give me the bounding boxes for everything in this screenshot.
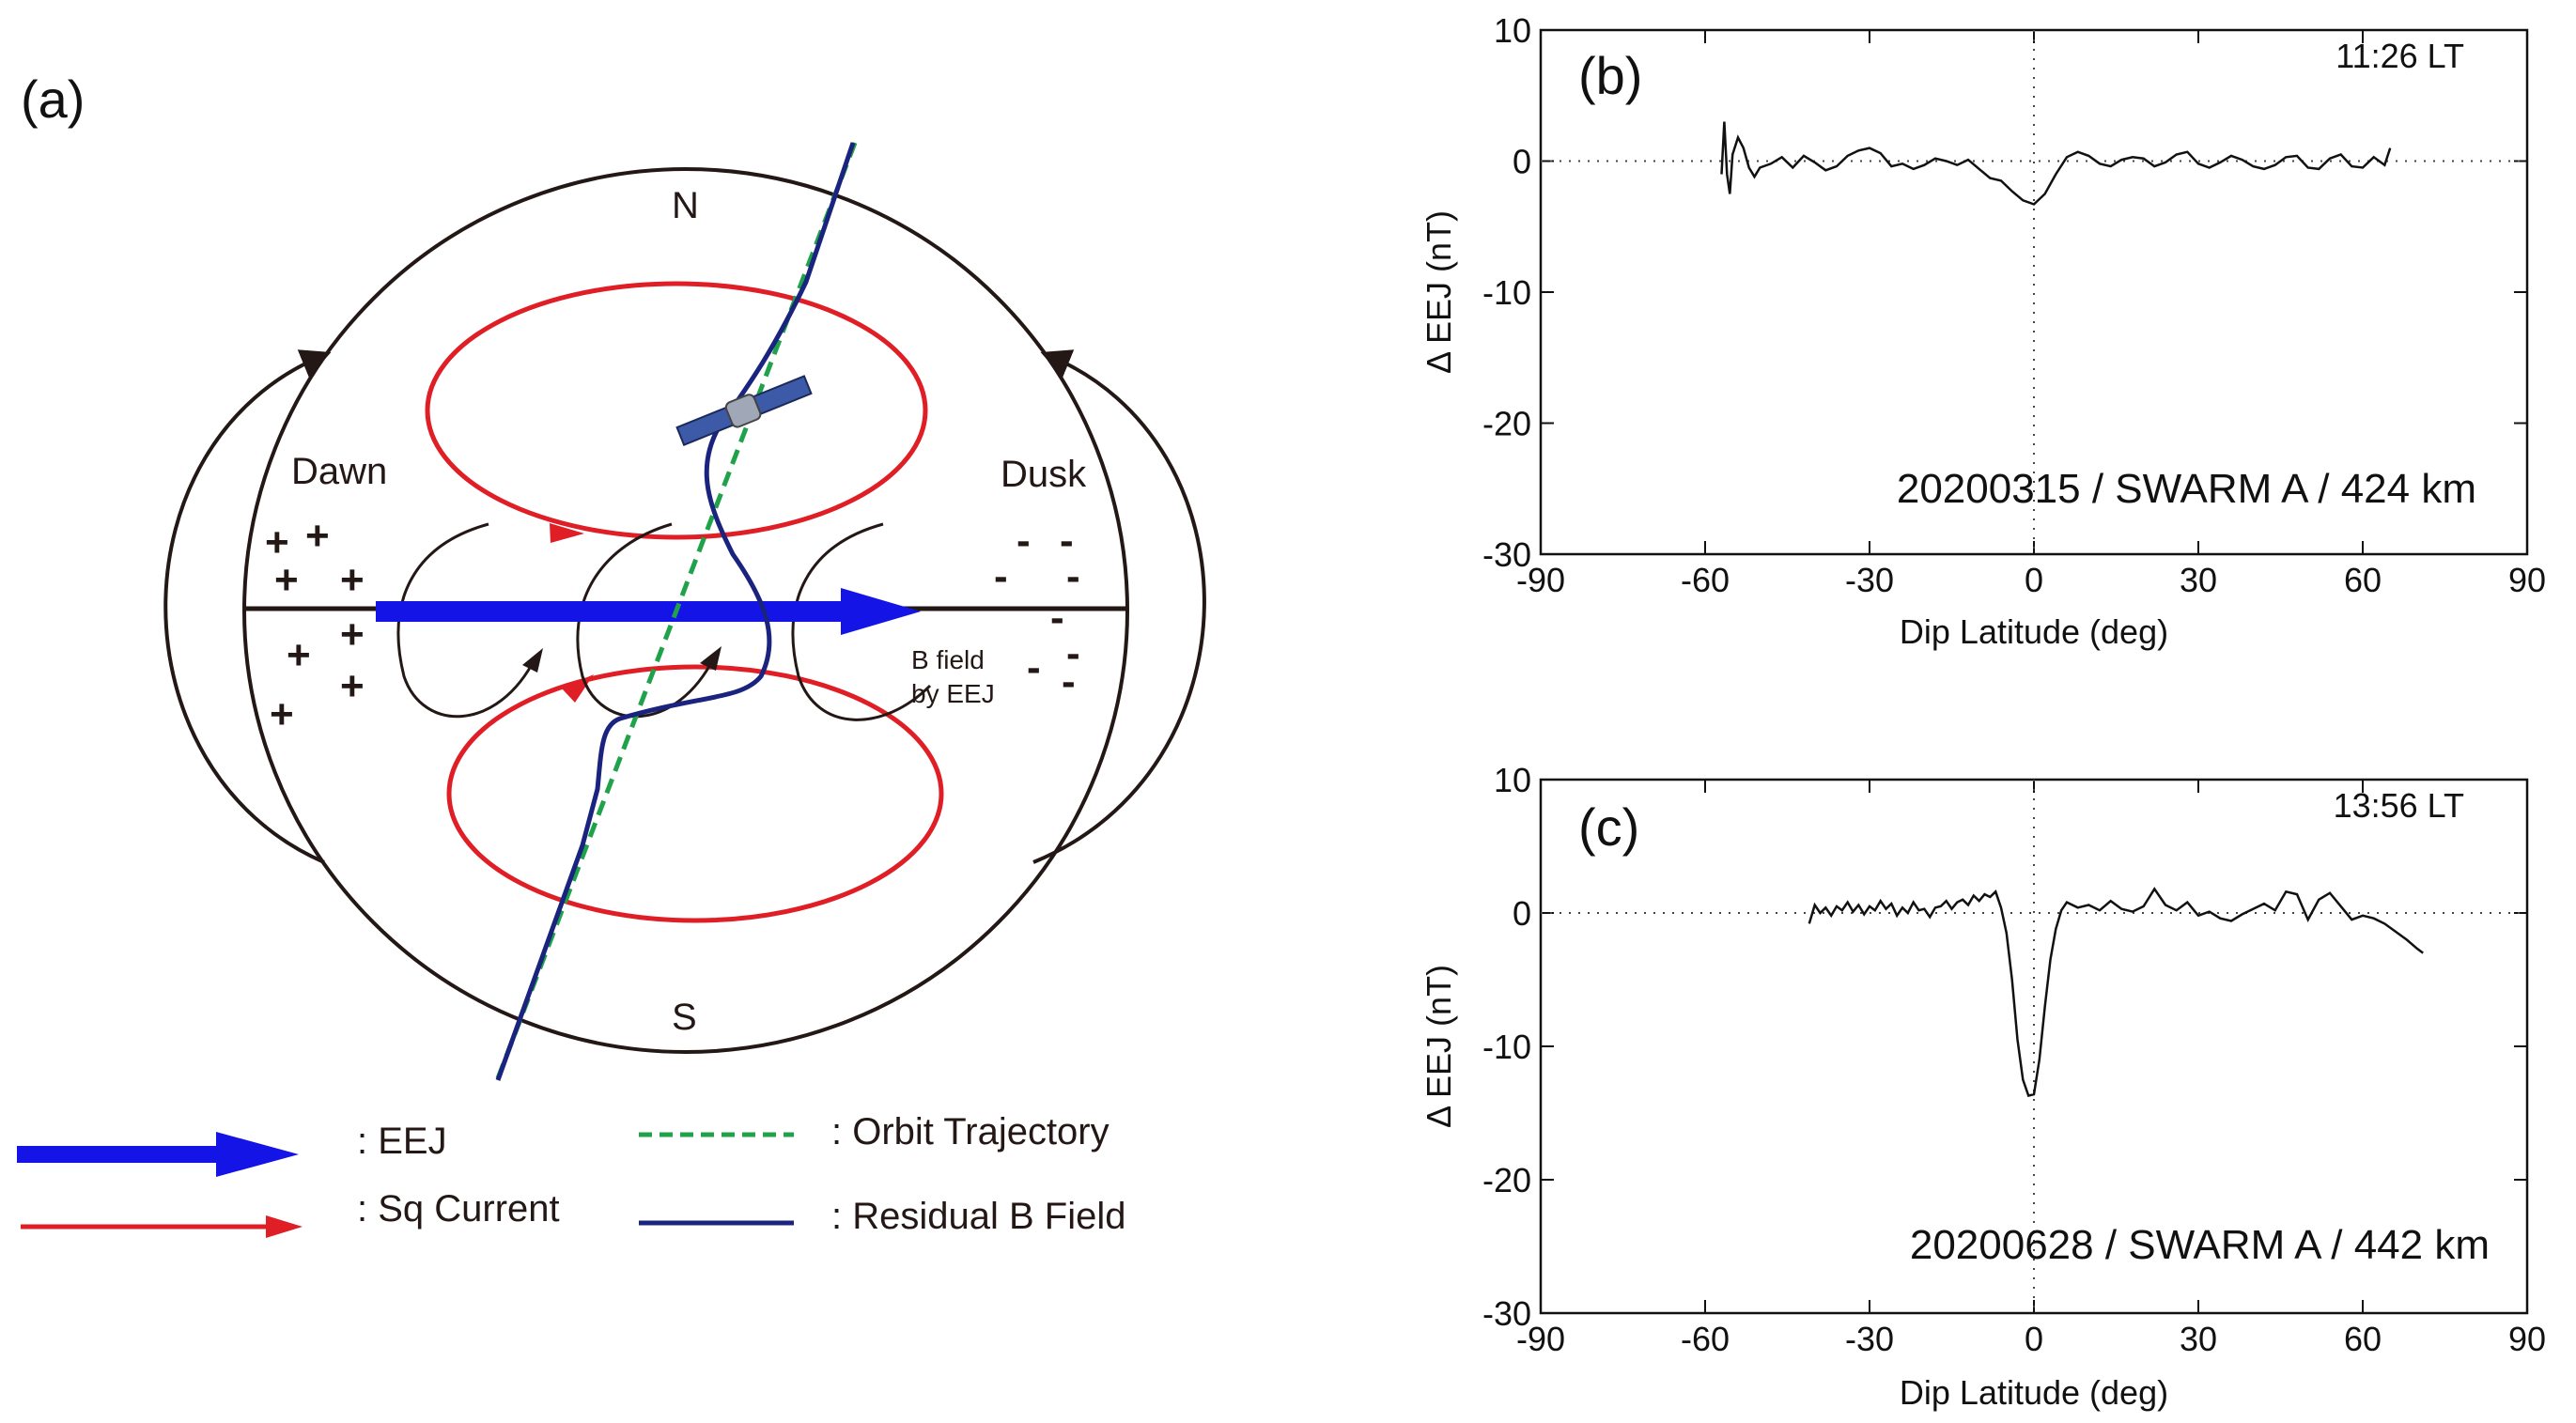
legend: : EEJ : Sq Current : Orbit Trajectory : … xyxy=(17,1111,1125,1238)
dawn-label: Dawn xyxy=(291,451,387,492)
svg-text:+: + xyxy=(305,513,330,559)
chart-c-ytick-label: 10 xyxy=(1494,761,1531,799)
south-label: S xyxy=(672,997,697,1038)
chart-c-xtick-label: 60 xyxy=(2344,1320,2382,1358)
chart-b-xtick-label: -30 xyxy=(1845,561,1894,599)
svg-text:-: - xyxy=(994,553,1008,599)
legend-sq-label: : Sq Current xyxy=(357,1188,560,1230)
chart-b-xtick-label: -60 xyxy=(1681,561,1730,599)
svg-text:-: - xyxy=(1016,518,1031,564)
b-field-arrowheads xyxy=(522,646,722,673)
chart-c-xtick-label: -30 xyxy=(1845,1320,1894,1358)
dusk-field-arc xyxy=(1032,349,1206,864)
legend-eej-swatch xyxy=(17,1146,219,1163)
chart-c-xtick-label: 90 xyxy=(2508,1320,2546,1358)
legend-orbit-label: : Orbit Trajectory xyxy=(831,1111,1110,1152)
sq-current-north xyxy=(425,281,928,540)
dawn-charges: + + + + + + + + xyxy=(265,513,365,737)
chart-c-xtick-label: 30 xyxy=(2180,1320,2217,1358)
svg-text:-: - xyxy=(1062,658,1076,704)
chart-b-series-line xyxy=(1720,121,2392,206)
chart-b-xtick-label: 30 xyxy=(2180,561,2217,599)
dusk-charges: - - - - - - - - xyxy=(994,518,1080,704)
svg-text:-: - xyxy=(1066,630,1080,676)
dusk-label: Dusk xyxy=(1001,454,1087,495)
sq-current-south xyxy=(446,664,944,923)
satellite-icon xyxy=(675,375,813,446)
dawn-field-arc xyxy=(163,349,332,864)
legend-eej-label: : EEJ xyxy=(357,1121,447,1162)
chart-b-xtick-label: 60 xyxy=(2344,561,2382,599)
chart-b-ytick-label: -10 xyxy=(1482,273,1531,312)
chart-b-ticks: -90 -60 -30 0 30 60 90 10 0 -10 -20 -30 xyxy=(1482,11,2546,599)
chart-b-ytick-label: -20 xyxy=(1482,405,1531,443)
chart-c: -90 -60 -30 0 30 60 90 10 0 -10 -20 -30 (c) 13:56 L… xyxy=(1420,761,2546,1412)
svg-text:+: + xyxy=(340,663,365,709)
svg-text:+: + xyxy=(265,519,289,565)
eej-arrow-shaft xyxy=(376,601,846,622)
chart-c-xtick-label: -90 xyxy=(1516,1320,1565,1358)
panel-a-label: (a) xyxy=(21,70,85,129)
chart-b-ylabel: Δ EEJ (nT) xyxy=(1420,210,1458,374)
svg-text:-: - xyxy=(1050,595,1064,641)
chart-c-time-label: 13:56 LT xyxy=(2334,786,2464,825)
chart-b-ytick-label: 0 xyxy=(1513,143,1531,181)
chart-c-ytick-label: -20 xyxy=(1482,1161,1531,1199)
chart-c-xtick-label: 0 xyxy=(2025,1320,2043,1358)
chart-b-xlabel: Dip Latitude (deg) xyxy=(1900,612,2168,651)
svg-text:+: + xyxy=(340,611,365,657)
chart-c-panel-label: (c) xyxy=(1578,797,1639,857)
chart-b-ytick-label: -30 xyxy=(1482,535,1531,574)
chart-b-xtick-label: 90 xyxy=(2508,561,2546,599)
chart-c-xtick-label: -60 xyxy=(1681,1320,1730,1358)
chart-c-ytick-label: 0 xyxy=(1513,894,1531,933)
chart-b-xtick-label: -90 xyxy=(1516,561,1565,599)
chart-c-annotation: 20200628 / SWARM A / 442 km xyxy=(1910,1222,2490,1268)
panel-a-diagram: (a) N S Dawn Dusk B field by EEJ + + xyxy=(17,70,1206,1238)
chart-c-ylabel: Δ EEJ (nT) xyxy=(1420,965,1458,1128)
svg-text:+: + xyxy=(270,691,294,737)
chart-c-xlabel: Dip Latitude (deg) xyxy=(1900,1373,2168,1412)
chart-b-panel-label: (b) xyxy=(1578,46,1642,105)
svg-text:-: - xyxy=(1027,644,1041,690)
chart-b-time-label: 11:26 LT xyxy=(2335,37,2464,75)
svg-text:-: - xyxy=(1060,518,1074,564)
chart-c-series-line xyxy=(1808,887,2424,1097)
b-field-label-line1: B field xyxy=(911,645,985,674)
chart-c-ytick-label: -30 xyxy=(1482,1294,1531,1333)
svg-text:+: + xyxy=(340,557,365,603)
chart-b-annotation: 20200315 / SWARM A / 424 km xyxy=(1897,466,2476,512)
sq-current-north-arrow xyxy=(550,523,584,543)
eej-arrow-head xyxy=(841,588,921,635)
chart-c-ticks: -90 -60 -30 0 30 60 90 10 0 -10 -20 -30 xyxy=(1482,761,2546,1358)
b-field-label-line2: by EEJ xyxy=(911,679,995,708)
chart-b-xtick-label: 0 xyxy=(2025,561,2043,599)
svg-text:+: + xyxy=(287,632,311,678)
chart-b-ytick-label: 10 xyxy=(1494,11,1531,50)
north-label: N xyxy=(672,185,699,226)
chart-b: -90 -60 -30 0 30 60 90 10 0 -10 -20 -30 (b) 11:26 L… xyxy=(1420,11,2546,651)
legend-eej-arrowhead xyxy=(216,1132,299,1177)
svg-text:+: + xyxy=(274,557,299,603)
svg-text:-: - xyxy=(1066,553,1080,599)
legend-sq-arrowhead xyxy=(266,1215,303,1238)
chart-c-ytick-label: -10 xyxy=(1482,1028,1531,1066)
legend-residual-label: : Residual B Field xyxy=(831,1196,1125,1237)
